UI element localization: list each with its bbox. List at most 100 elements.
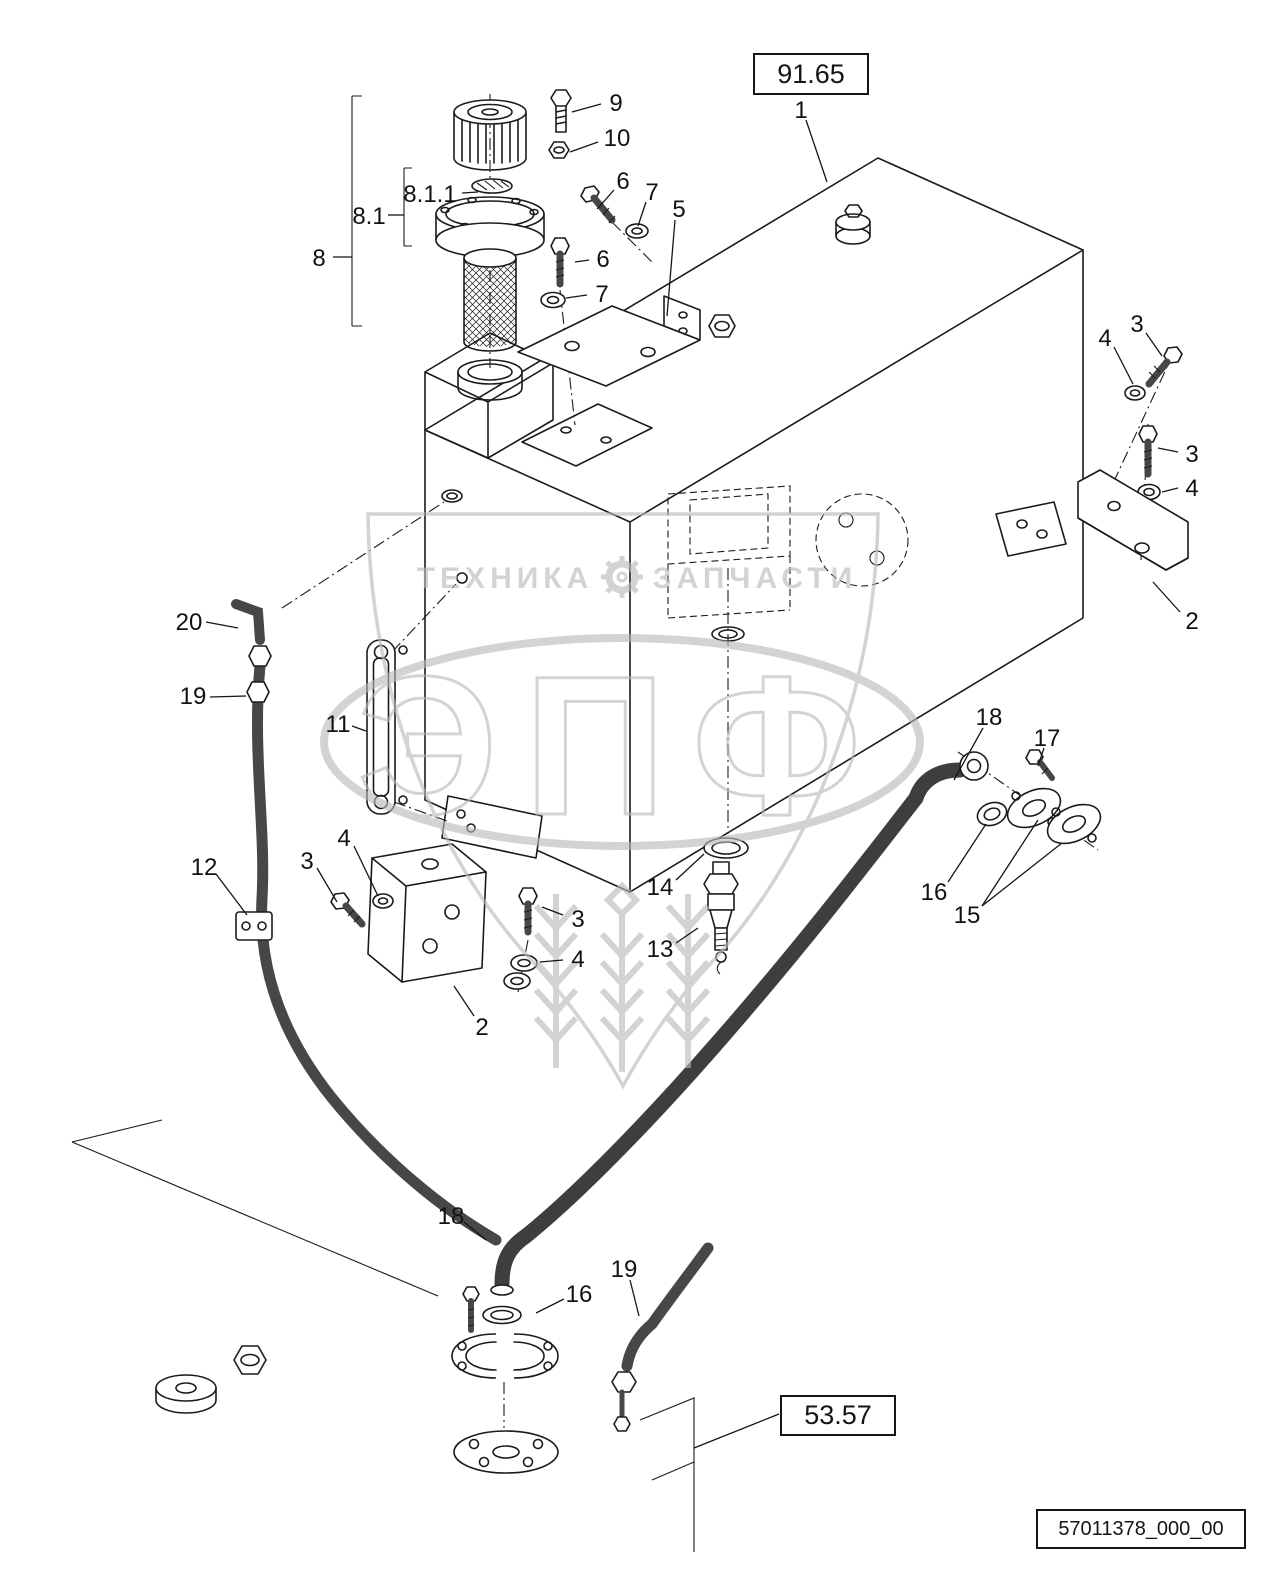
leader-line bbox=[453, 985, 475, 1017]
washer-4-front-left bbox=[372, 893, 394, 909]
callout-11: 11 bbox=[326, 711, 351, 738]
reference-box-53-57: 53.57 bbox=[780, 1395, 896, 1436]
wheat-ornament bbox=[533, 881, 711, 1072]
callout-8.1: 8.1 bbox=[352, 203, 385, 230]
watermark-shield bbox=[366, 512, 880, 1090]
callout-19: 19 bbox=[611, 1256, 638, 1283]
callout-12: 12 bbox=[191, 854, 218, 881]
locknut-bottom-left bbox=[233, 1345, 267, 1375]
leader-line bbox=[1161, 487, 1179, 493]
bracket-2-front bbox=[367, 843, 487, 983]
washer-4-right-upper bbox=[1124, 385, 1146, 401]
callout-5: 5 bbox=[672, 196, 685, 223]
callout-20: 20 bbox=[176, 609, 203, 636]
leader-line bbox=[675, 853, 705, 881]
filler-breather-assembly bbox=[351, 95, 545, 352]
watermark-ellipse bbox=[320, 634, 924, 850]
bolt-17 bbox=[1025, 749, 1055, 781]
reference-box-top-label: 91.65 bbox=[777, 58, 845, 89]
callout-3: 3 bbox=[571, 906, 584, 933]
leader-line bbox=[1152, 581, 1181, 613]
leader-line bbox=[541, 906, 564, 916]
callout-15: 15 bbox=[954, 902, 981, 929]
callout-1: 1 bbox=[794, 97, 807, 124]
callout-4: 4 bbox=[1185, 475, 1198, 502]
hose-main-18 bbox=[490, 751, 989, 1296]
callout-13: 13 bbox=[647, 936, 674, 963]
callout-9: 9 bbox=[609, 90, 622, 117]
bolt-3-front-mid bbox=[518, 887, 538, 936]
nut-10 bbox=[548, 141, 570, 159]
callout-3: 3 bbox=[1130, 311, 1143, 338]
leader-line bbox=[351, 725, 367, 732]
grommet-bottom-left bbox=[155, 1374, 217, 1414]
document-code-label: 57011378_000_00 bbox=[1058, 1517, 1224, 1540]
callout-7: 7 bbox=[645, 179, 658, 206]
leader-line bbox=[666, 219, 676, 317]
callout-10: 10 bbox=[604, 125, 631, 152]
callout-18: 18 bbox=[438, 1203, 465, 1230]
leader-line bbox=[1157, 447, 1179, 453]
callout-6: 6 bbox=[616, 168, 629, 195]
bolt-6-lower bbox=[550, 237, 570, 288]
pump-flange-disc bbox=[453, 1430, 559, 1474]
bolt-3-front-left bbox=[330, 892, 366, 928]
leader-line bbox=[316, 867, 338, 903]
leader-line bbox=[209, 695, 247, 698]
gear-icon bbox=[601, 556, 643, 598]
split-flange-15-bottom bbox=[451, 1333, 559, 1379]
leader-line bbox=[1037, 747, 1045, 767]
leader-line bbox=[675, 927, 699, 944]
bolt-flange-bottom bbox=[462, 1286, 480, 1333]
hose-clamp-12 bbox=[235, 911, 273, 941]
callout-16: 16 bbox=[566, 1281, 593, 1308]
leader-line bbox=[461, 191, 479, 194]
hose-bottom-19 bbox=[611, 1242, 714, 1432]
bolt-3-right-upper bbox=[1145, 346, 1183, 388]
leader-line bbox=[598, 189, 615, 208]
callout-3: 3 bbox=[300, 848, 313, 875]
callout-6: 6 bbox=[596, 246, 609, 273]
bolt-9 bbox=[550, 89, 572, 133]
leader-line bbox=[215, 873, 248, 916]
leader-line bbox=[1113, 346, 1134, 385]
leader-line bbox=[629, 1279, 640, 1317]
leader-line bbox=[539, 959, 564, 963]
leader-line bbox=[571, 103, 602, 113]
bracket-5 bbox=[517, 295, 701, 387]
reference-box-91-65: 91.65 bbox=[753, 53, 869, 95]
leader-line bbox=[353, 845, 379, 897]
leader-line bbox=[637, 201, 647, 227]
watermark-word-left: ТЕХНИКА bbox=[417, 562, 594, 595]
swivel-nut-19 bbox=[246, 681, 270, 703]
callout-19: 19 bbox=[180, 683, 207, 710]
o-ring-16-right bbox=[976, 801, 1008, 827]
leader-line bbox=[205, 621, 239, 629]
leader-line bbox=[981, 819, 1039, 907]
hose-left-19 bbox=[252, 660, 502, 1246]
o-ring-16-bottom bbox=[482, 1305, 522, 1325]
leader-line bbox=[953, 727, 984, 781]
leader-line bbox=[1145, 332, 1163, 357]
washer-7-lower bbox=[540, 291, 566, 309]
callout-7: 7 bbox=[595, 281, 608, 308]
callout-17: 17 bbox=[1034, 725, 1061, 752]
callout-4: 4 bbox=[571, 946, 584, 973]
callout-8.1.1: 8.1.1 bbox=[403, 181, 456, 208]
reference-box-bottom-label: 53.57 bbox=[804, 1400, 872, 1430]
leader-line bbox=[569, 141, 599, 153]
callout-16: 16 bbox=[921, 879, 948, 906]
bolt-6-upper bbox=[580, 185, 616, 224]
elbow-fitting-20 bbox=[231, 599, 272, 667]
bolt-3-right-lower bbox=[1138, 425, 1158, 478]
leader-line bbox=[574, 259, 590, 263]
callout-18: 18 bbox=[976, 704, 1003, 731]
leader-line bbox=[565, 294, 588, 299]
split-flange-15-right bbox=[981, 787, 1102, 907]
leader-line bbox=[947, 823, 987, 883]
washer-7-upper bbox=[625, 223, 649, 239]
bracket-2-right bbox=[1077, 469, 1189, 571]
